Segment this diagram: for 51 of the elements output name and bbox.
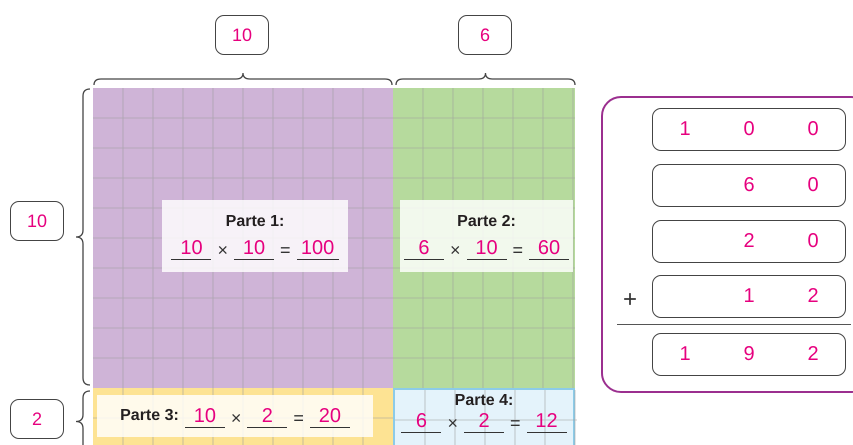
digit: 0	[807, 118, 819, 141]
digit: 1	[743, 285, 755, 308]
number-box: 10	[215, 15, 269, 55]
digit: 2	[807, 285, 819, 308]
grid-area	[93, 88, 393, 388]
answer-blank: 20	[310, 404, 350, 428]
answer-blank: 10	[184, 404, 225, 428]
answer-blank: 12	[526, 410, 567, 433]
part-heading: Parte 3:	[120, 407, 179, 425]
part-heading: Parte 4:	[454, 392, 514, 410]
digit: 9	[743, 343, 755, 366]
digit: 1	[679, 343, 691, 366]
digit: 1	[679, 118, 691, 141]
digit: 6	[743, 174, 755, 197]
number-box: 10	[10, 201, 64, 241]
number-box: 6	[458, 15, 512, 55]
operator: ×	[230, 408, 242, 428]
operator: =	[293, 408, 304, 428]
part-heading: Parte 1:	[226, 212, 284, 230]
operator: =	[280, 240, 291, 260]
answer-box	[652, 108, 846, 151]
answer-blank: 2	[464, 410, 504, 433]
grid-area	[93, 388, 393, 445]
part-heading: Parte 2:	[457, 212, 516, 230]
answer-blank: 2	[247, 404, 288, 428]
sum-panel	[601, 96, 853, 393]
digit: 0	[807, 174, 819, 197]
operator: ×	[450, 240, 460, 260]
digit: 2	[807, 343, 819, 366]
grid-area	[393, 388, 575, 445]
plus-sign: +	[623, 286, 638, 314]
operator: ×	[217, 240, 228, 260]
answer-blank: 10	[171, 236, 212, 260]
digit: 2	[743, 230, 755, 253]
grid-area	[393, 88, 575, 388]
number-box: 2	[10, 399, 64, 439]
answer-box	[652, 275, 846, 318]
answer-box	[652, 220, 846, 263]
digit: 0	[807, 230, 819, 253]
digit: 0	[743, 118, 755, 141]
answer-blank: 60	[529, 236, 570, 260]
answer-blank: 6	[404, 236, 444, 260]
answer-box	[652, 333, 846, 376]
operator: ×	[447, 413, 458, 433]
answer-blank: 10	[466, 236, 506, 260]
answer-box	[652, 164, 846, 207]
answer-blank: 6	[401, 410, 442, 433]
answer-blank: 10	[234, 236, 274, 260]
answer-blank: 100	[296, 236, 339, 260]
operator: =	[510, 413, 521, 433]
operator: =	[512, 240, 524, 260]
